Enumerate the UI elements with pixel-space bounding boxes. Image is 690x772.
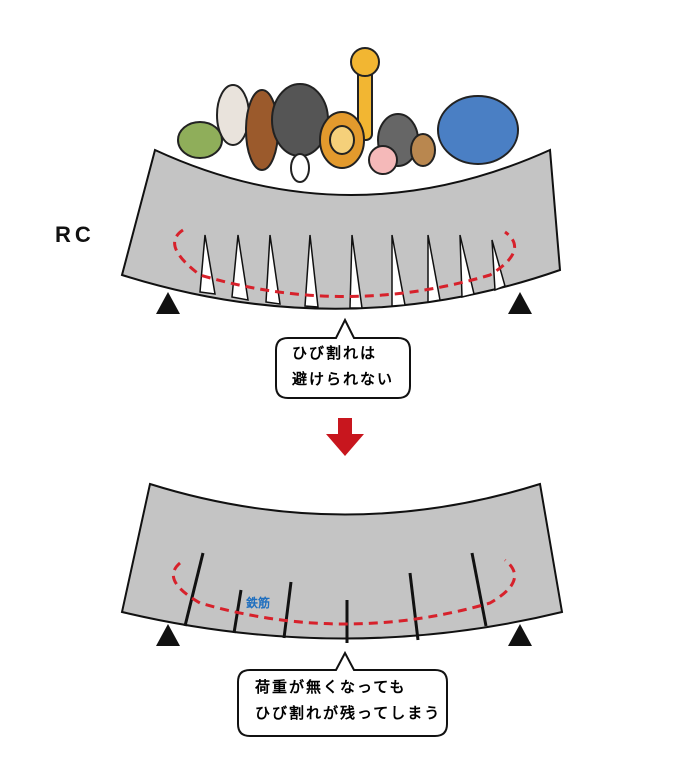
support-right-top bbox=[508, 292, 532, 314]
rebar-dashed-bottom bbox=[171, 558, 516, 626]
rc-label: RC bbox=[55, 222, 95, 247]
speech-bubble-top bbox=[275, 317, 411, 399]
bubble-top-line1: ひび割れは bbox=[292, 344, 378, 362]
beam-cracked bbox=[120, 148, 562, 310]
beam-residual-cracks bbox=[120, 482, 564, 640]
rebar-dashed-top bbox=[173, 228, 516, 298]
bubble-bottom-line2: ひび割れが残ってしまう bbox=[255, 704, 442, 722]
animals-illustration bbox=[177, 47, 519, 183]
support-left-top bbox=[156, 292, 180, 314]
rebar-label: 鉄筋 bbox=[246, 596, 271, 610]
bubble-bottom-text: 荷重が無くなっても ひび割れが残ってしまう bbox=[255, 674, 441, 726]
support-right-bottom bbox=[508, 624, 532, 646]
bubble-bottom-line1: 荷重が無くなっても bbox=[255, 678, 407, 696]
residual-crack-lines bbox=[183, 552, 488, 643]
down-arrow-icon bbox=[326, 418, 364, 456]
speech-bubble-bottom bbox=[237, 650, 448, 737]
bubble-top-line2: 避けられない bbox=[292, 370, 395, 388]
support-left-bottom bbox=[156, 624, 180, 646]
bubble-top-text: ひび割れは 避けられない bbox=[292, 340, 394, 392]
